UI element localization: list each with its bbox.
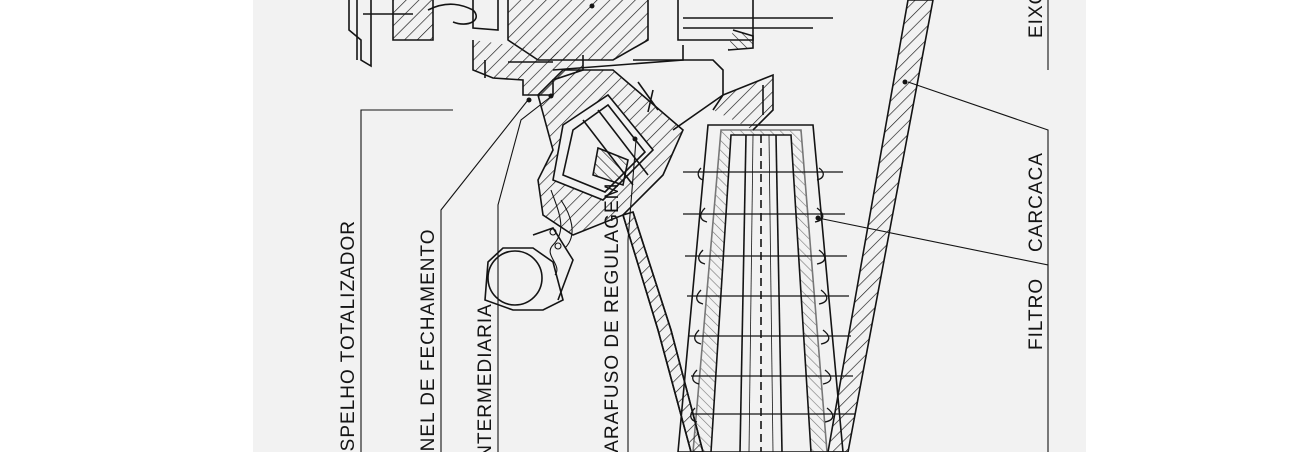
lead-seal — [484, 227, 574, 311]
label-visor: ESPELHO TOTALIZADOR — [338, 220, 359, 452]
label-parafuso: PARAFUSO DE REGULAGEM — [602, 183, 623, 452]
meter-head-assembly — [348, 0, 833, 68]
adjusting-body — [537, 69, 684, 236]
head-flange — [472, 40, 724, 131]
filter-ribs — [683, 167, 855, 423]
strainer-filter — [677, 124, 844, 452]
casing-wall — [827, 0, 934, 452]
label-intermediaria: INTERMEDIARIA — [475, 303, 496, 452]
label-anel: ANEL DE FECHAMENTO — [418, 228, 439, 452]
label-filtro: FILTRO — [1026, 278, 1047, 350]
seal-wire — [549, 189, 573, 276]
technical-drawing: ESPELHO TOTALIZADOR ANEL DE FECHAMENTO I… — [338, 0, 1049, 452]
leader-lines — [360, 0, 1049, 452]
label-eixo: EIXO — [1026, 0, 1047, 38]
label-carcaca: CARCACA — [1026, 152, 1047, 252]
drawing-sheet: ESPELHO TOTALIZADOR ANEL DE FECHAMENTO I… — [253, 0, 1086, 452]
leader-dots — [526, 3, 908, 221]
